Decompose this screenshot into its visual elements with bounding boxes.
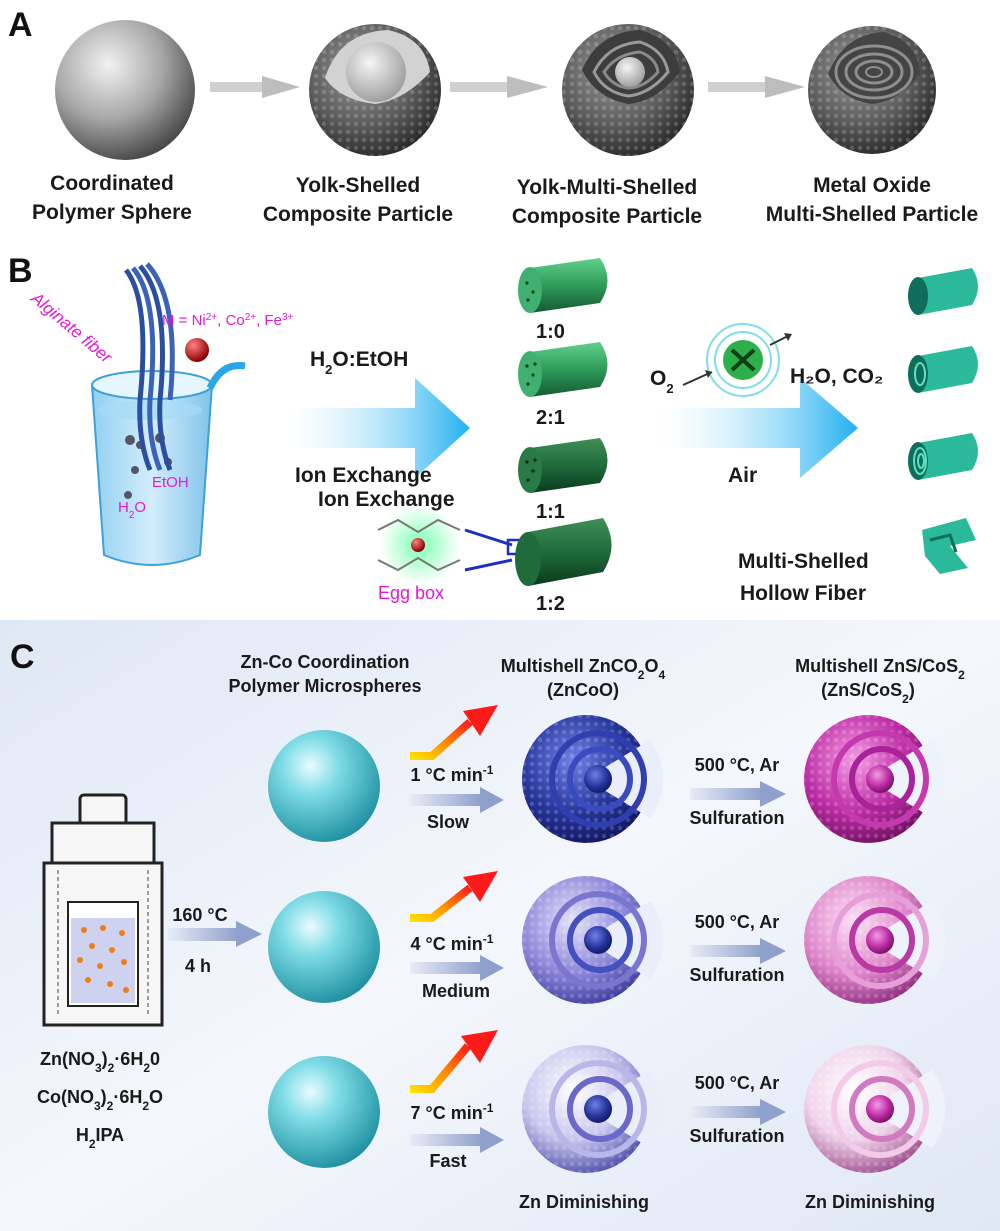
reagent-zn: Zn(NO3)2·6H20 <box>40 1049 160 1075</box>
zn-diminishing-sulfide: Zn Diminishing <box>805 1192 935 1212</box>
sulfuration-cond-3: 500 °C, Ar <box>695 1073 780 1093</box>
ratio-1-1: 1:1 <box>536 501 565 523</box>
stage-1-line2: Polymer Sphere <box>32 201 192 224</box>
ion-exchange-label-1: Ion Exchange <box>295 464 432 487</box>
oxide-sphere-fast <box>522 1045 664 1173</box>
panel-c: C Zn-Co Coordination Polymer Microsphere… <box>0 620 1000 1231</box>
stage-4-line1: Metal Oxide <box>813 174 931 197</box>
hollow-fiber-2 <box>908 346 978 393</box>
egg-box-structure <box>377 505 461 585</box>
heating-ramp-medium <box>410 871 504 981</box>
sulfuration-arrow-1 <box>690 781 786 807</box>
autoclave <box>42 793 164 1027</box>
panel-b: B Alginate fiber M = Ni2+, Co2+, Fe3+ Et… <box>8 252 978 615</box>
coordinated-polymer-sphere <box>55 20 195 160</box>
sulfuration-arrow-3 <box>690 1099 786 1125</box>
sulfide-sphere-fast <box>804 1045 946 1173</box>
reagent-co: Co(NO3)2·6H2O <box>37 1087 163 1113</box>
metal-ion-ball <box>185 338 209 362</box>
egg-box-pointer <box>464 528 513 572</box>
stage-3-line1: Yolk-Multi-Shelled <box>517 176 697 199</box>
fiber-label-2: Hollow Fiber <box>740 582 866 605</box>
fiber-1-2 <box>515 518 612 586</box>
sulfide-title-2: (ZnS/CoS2) <box>821 680 915 706</box>
stage-2-line1: Yolk-Shelled <box>296 174 420 197</box>
speed-medium: Medium <box>422 981 490 1001</box>
oxide-sphere-slow <box>522 715 664 843</box>
precursor-sphere-2 <box>268 891 380 1003</box>
hollow-fiber-3 <box>908 433 978 480</box>
sulfuration-label-1: Sulfuration <box>690 808 785 828</box>
sulfide-sphere-medium <box>804 876 946 1004</box>
egg-box-label: Egg box <box>378 583 444 603</box>
precursor-sphere-1 <box>268 730 380 842</box>
stage-1-line1: Coordinated <box>50 172 174 195</box>
air-calcination-arrow <box>658 378 858 478</box>
metal-ions-label: M = Ni2+, Co2+, Fe3+ <box>162 312 293 330</box>
speed-slow: Slow <box>427 812 470 832</box>
fiber-label-1: Multi-Shelled <box>738 550 869 573</box>
hydrothermal-temp: 160 °C <box>172 905 227 925</box>
stage-4-line2: Multi-Shelled Particle <box>766 203 978 226</box>
solvent-ratio-label: H2O:EtOH <box>310 348 408 377</box>
hydrothermal-time: 4 h <box>185 956 211 976</box>
panel-a: A <box>8 6 978 228</box>
panel-b-letter: B <box>8 252 33 290</box>
stage-2-line2: Composite Particle <box>263 203 453 226</box>
speed-fast: Fast <box>429 1151 466 1171</box>
yolk-multi-shelled-particle <box>562 24 694 156</box>
ratio-2-1: 2:1 <box>536 407 565 429</box>
pour-arrow <box>206 361 246 390</box>
alginate-fibers <box>123 262 175 471</box>
arrow-a2 <box>450 76 548 98</box>
hollow-fiber-1 <box>908 268 978 315</box>
arrow-a3 <box>708 76 805 98</box>
o2-label: O2 <box>650 367 674 396</box>
ratio-1-2: 1:2 <box>536 593 565 615</box>
reagent-h2ipa: H2IPA <box>76 1125 124 1151</box>
zn-diminishing-oxide: Zn Diminishing <box>519 1192 649 1212</box>
metal-oxide-multi-shelled-particle <box>808 26 936 154</box>
panel-c-letter: C <box>10 638 35 676</box>
oxide-title-2: (ZnCoO) <box>547 680 619 700</box>
sulfide-sphere-slow <box>804 715 946 843</box>
ratio-1-0: 1:0 <box>536 321 565 343</box>
hollow-fiber-4 <box>922 518 976 574</box>
sulfuration-cond-1: 500 °C, Ar <box>695 755 780 775</box>
heating-ramp-slow <box>410 705 504 813</box>
precursor-sphere-3 <box>268 1056 380 1168</box>
yolk-shelled-particle <box>309 24 441 156</box>
ion-exchange-arrow <box>285 378 470 478</box>
rate-slow: 1 °C min-1 <box>411 763 494 785</box>
precursor-title-2: Polymer Microspheres <box>228 676 421 696</box>
fiber-1-0 <box>518 258 608 313</box>
h2o-label: H2O <box>118 499 146 521</box>
fiber-2-1 <box>518 342 608 397</box>
sulfuration-cond-2: 500 °C, Ar <box>695 912 780 932</box>
heating-ramp-fast <box>410 1030 504 1153</box>
sulfuration-label-2: Sulfuration <box>690 965 785 985</box>
oxide-title-1: Multishell ZnCO2O4 <box>501 656 666 682</box>
fiber-1-1 <box>518 438 608 493</box>
rate-fast: 7 °C min-1 <box>411 1101 494 1123</box>
panel-a-letter: A <box>8 6 33 44</box>
products-label: H₂O, CO₂ <box>790 365 883 388</box>
alginate-label: Alginate fiber <box>27 288 117 368</box>
arrow-a1 <box>210 76 300 98</box>
hydrothermal-arrow <box>168 921 262 947</box>
sulfuration-label-3: Sulfuration <box>690 1126 785 1146</box>
air-label: Air <box>728 464 757 487</box>
oxidation-inset <box>682 323 792 397</box>
stage-3-line2: Composite Particle <box>512 205 702 228</box>
precursor-title-1: Zn-Co Coordination <box>241 652 410 672</box>
sulfuration-arrow-2 <box>690 938 786 964</box>
sulfide-title-1: Multishell ZnS/CoS2 <box>795 656 965 682</box>
rate-medium: 4 °C min-1 <box>411 932 494 954</box>
etoh-label: EtOH <box>152 474 189 491</box>
oxide-sphere-medium <box>522 876 664 1004</box>
